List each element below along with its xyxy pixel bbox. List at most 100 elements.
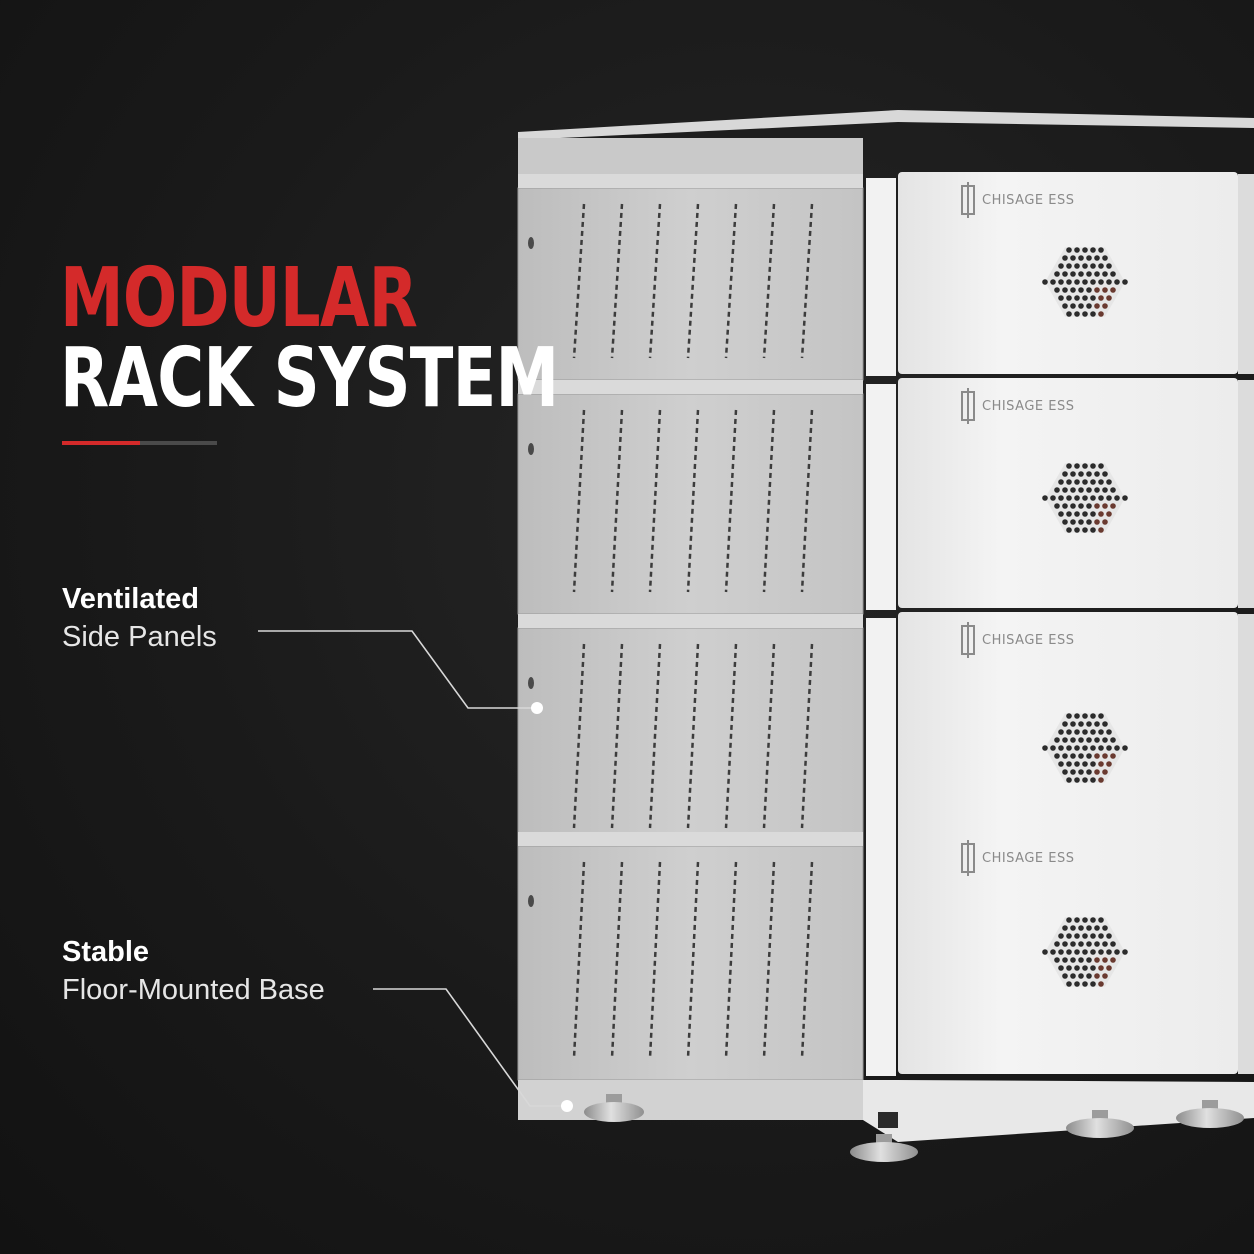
grille-hole [1090, 729, 1096, 735]
grille-hole [1094, 519, 1100, 525]
grille-hole [1078, 973, 1084, 979]
grille-hole [1098, 949, 1104, 955]
grille-hole [1086, 721, 1092, 727]
grille-hole [1086, 503, 1092, 509]
vent-slot [762, 203, 776, 359]
grille-hole [1074, 917, 1080, 923]
leveling-foot-icon [1176, 1108, 1244, 1128]
grille-hole [1058, 479, 1064, 485]
grille-hole [1062, 271, 1068, 277]
grille-hole [1094, 255, 1100, 261]
brand-label: CHISAGE ESS [982, 633, 1074, 648]
grille-hole [1070, 721, 1076, 727]
grille-hole [1074, 933, 1080, 939]
grille-hole [1114, 745, 1120, 751]
grille-hole [1062, 769, 1068, 775]
headline-line-1: MODULAR [60, 251, 418, 346]
grille-hole [1078, 737, 1084, 743]
grille-hole [1098, 761, 1104, 767]
grille-hole [1102, 255, 1108, 261]
grille-hole [1078, 941, 1084, 947]
grille-hole [1062, 255, 1068, 261]
grille-hole [1106, 933, 1112, 939]
grille-hole [1082, 761, 1088, 767]
grille-hole [1074, 777, 1080, 783]
grille-hole [1078, 487, 1084, 493]
grille-hole [1074, 729, 1080, 735]
grille-hole [1102, 721, 1108, 727]
grille-hole [1090, 933, 1096, 939]
grille-hole [1094, 753, 1100, 759]
module-lip-3 [518, 614, 863, 628]
grille-hole [1102, 973, 1108, 979]
grille-hole [1090, 917, 1096, 923]
grille-hole [1062, 519, 1068, 525]
grille-hole [1106, 511, 1112, 517]
grille-hole [1098, 247, 1104, 253]
rack-top-cap [518, 110, 1254, 140]
grille-hole [1094, 503, 1100, 509]
grille-hole [1066, 511, 1072, 517]
grille-hole [1078, 255, 1084, 261]
grille-hole [1094, 721, 1100, 727]
grille-hole [1106, 729, 1112, 735]
vent-slot [610, 203, 624, 359]
grille-hole [1102, 487, 1108, 493]
grille-hole [1098, 965, 1104, 971]
corner-post-2 [866, 384, 896, 610]
grille-hole [1050, 949, 1056, 955]
leveling-foot-icon [1066, 1118, 1134, 1138]
grille-hole [1086, 303, 1092, 309]
grille-hole [1082, 917, 1088, 923]
grille-hole [1094, 303, 1100, 309]
grille-hole [1098, 479, 1104, 485]
grille-hole [1062, 737, 1068, 743]
callout-dot-stable [561, 1100, 573, 1112]
grille-hole [1082, 965, 1088, 971]
grille-hole [1094, 973, 1100, 979]
grille-hole [1058, 295, 1064, 301]
grille-hole [1082, 311, 1088, 317]
grille-hole [1074, 713, 1080, 719]
grille-hole [1102, 957, 1108, 963]
vent-slot [686, 861, 700, 1059]
grille-hole [1066, 933, 1072, 939]
grille-hole [1098, 295, 1104, 301]
grille-hole [1062, 503, 1068, 509]
grille-hole [1058, 279, 1064, 285]
grille-hole [1090, 713, 1096, 719]
grille-hole [1054, 753, 1060, 759]
grille-hole [1070, 925, 1076, 931]
headline-underline-accent [62, 441, 140, 445]
grille-hole [1074, 295, 1080, 301]
grille-hole [1070, 487, 1076, 493]
grille-hole [1082, 479, 1088, 485]
grille-hole [1106, 745, 1112, 751]
grille-hole [1082, 463, 1088, 469]
grille-hole [1066, 761, 1072, 767]
grille-hole [1082, 713, 1088, 719]
grille-hole [1082, 495, 1088, 501]
grille-hole [1054, 941, 1060, 947]
grille-hole [1086, 769, 1092, 775]
grille-hole [1070, 503, 1076, 509]
module-lip-4 [518, 832, 863, 846]
grille-hole [1106, 965, 1112, 971]
grille-hole [1086, 753, 1092, 759]
vent-slot [572, 409, 586, 593]
base-plinth-front [863, 1080, 1254, 1142]
grille-hole [1054, 957, 1060, 963]
grille-hole [1074, 949, 1080, 955]
grille-hole [1082, 777, 1088, 783]
side-panel-module-4 [517, 845, 864, 1081]
vent-slot [800, 409, 814, 593]
grille-hole [1066, 777, 1072, 783]
grille-hole [1070, 753, 1076, 759]
grille-hole [1086, 287, 1092, 293]
vent-slot [572, 861, 586, 1059]
grille-hole [1102, 503, 1108, 509]
grille-hole [1090, 295, 1096, 301]
grille-hole [1090, 777, 1096, 783]
grille-hole [1106, 263, 1112, 269]
